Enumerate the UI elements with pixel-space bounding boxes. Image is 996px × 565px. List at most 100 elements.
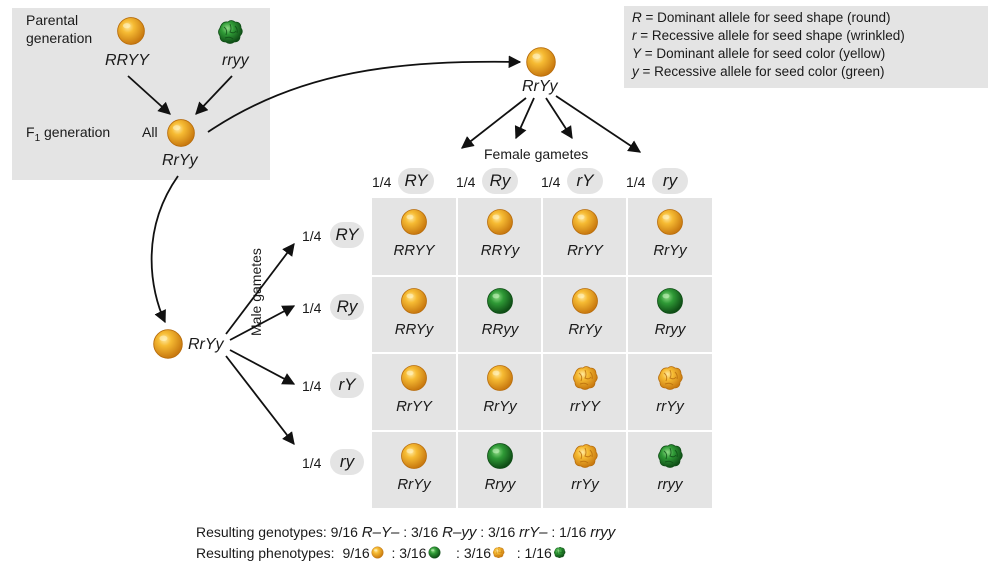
cell-genotype: rrYy — [571, 476, 599, 493]
grid-divider-h1 — [372, 275, 712, 277]
male-gamete-fraction: 1/4 — [302, 378, 322, 394]
arrow-female-ry3 — [545, 97, 573, 140]
male-gamete-allele: RY — [330, 222, 364, 248]
punnett-cell: RRYY — [372, 198, 456, 275]
allele-legend: R = Dominant allele for seed shape (roun… — [624, 6, 988, 88]
green-round-pea-icon — [656, 287, 684, 320]
female-gametes-label: Female gametes — [484, 146, 589, 162]
punnett-cell: RrYy — [543, 277, 627, 354]
punnett-cell: RRYy — [372, 277, 456, 354]
yellow-wrinkled-pea-icon — [571, 442, 599, 475]
legend-line-R: R = Dominant allele for seed shape (roun… — [632, 10, 891, 25]
arrow-f1-to-male-parent — [150, 175, 179, 324]
female-gamete-fraction: 1/4 — [626, 174, 646, 190]
parent-genotype-rryy-recessive: rryy — [222, 52, 249, 69]
punnett-cell: RrYy — [628, 198, 712, 275]
arrow-female-ry2 — [514, 97, 535, 140]
yellow-round-pea-icon — [486, 208, 514, 241]
grid-divider-h3 — [372, 430, 712, 432]
resulting-phenotypes: Resulting phenotypes: 9/16 : 3/16 : 3/16… — [196, 545, 566, 562]
cell-genotype: RRYY — [393, 242, 435, 259]
f1-generation-label: F1 generation — [26, 124, 111, 144]
yellow-round-pea-icon — [400, 208, 428, 241]
punnett-cell: RRyy — [458, 277, 542, 354]
female-gamete-fraction: 1/4 — [456, 174, 476, 190]
yellow-round-pea-icon — [400, 287, 428, 320]
punnett-cell: rryy — [628, 432, 712, 509]
f1-genotype: RrYy — [162, 152, 198, 169]
female-gamete-allele: Ry — [482, 168, 518, 194]
legend-line-y: y = Recessive allele for seed color (gre… — [632, 64, 885, 79]
arrow-male-ry4 — [225, 355, 295, 445]
grid-divider-h2 — [372, 352, 712, 354]
cell-genotype: RrYy — [568, 321, 602, 338]
punnett-cell: RrYy — [372, 432, 456, 509]
punnett-cell: rrYy — [628, 354, 712, 431]
parent-yellow-round-pea-icon — [116, 16, 146, 51]
male-gamete-allele: rY — [330, 372, 364, 398]
punnett-cell: RrYY — [543, 198, 627, 275]
cell-genotype: rrYy — [656, 398, 684, 415]
cell-genotype: RRYy — [480, 242, 520, 259]
yellow-round-pea-icon — [400, 442, 428, 475]
cell-genotype: rryy — [657, 476, 683, 493]
phenotype-pea-icon — [428, 546, 441, 562]
female-gamete-allele: ry — [652, 168, 688, 194]
punnett-square: RRYY RRYy RrYY RrYy RRYy RRyy RrYy Rryy … — [372, 198, 712, 508]
cell-genotype: RrYy — [653, 242, 687, 259]
yellow-wrinkled-pea-icon — [656, 364, 684, 397]
female-parent-pea-icon — [525, 46, 557, 83]
resulting-genotypes: Resulting genotypes: 9/16 R–Y– : 3/16 R–… — [196, 524, 616, 541]
arrow-female-ry4 — [555, 95, 642, 153]
male-gamete-fraction: 1/4 — [302, 300, 322, 316]
yellow-round-pea-icon — [486, 364, 514, 397]
phenotype-pea-icon — [492, 546, 505, 562]
punnett-cell: Rryy — [458, 432, 542, 509]
punnett-cell: RrYy — [458, 354, 542, 431]
parent-green-wrinkled-pea-icon — [216, 18, 244, 51]
phenotype-pea-icon — [553, 546, 566, 562]
yellow-wrinkled-pea-icon — [571, 364, 599, 397]
arrow-male-ry3 — [229, 349, 296, 385]
punnett-cell: rrYy — [543, 432, 627, 509]
cell-genotype: RrYY — [567, 242, 603, 259]
punnett-cell: Rryy — [628, 277, 712, 354]
arrow-female-ry1 — [461, 97, 527, 149]
arrow-parent-right-to-f1 — [195, 75, 233, 115]
arrow-f1-to-female-parent — [207, 55, 522, 133]
arrow-male-ry2 — [229, 305, 296, 341]
male-gamete-allele: ry — [330, 449, 364, 475]
parental-label-line1: Parental — [26, 12, 79, 28]
punnett-cell: RRYy — [458, 198, 542, 275]
green-wrinkled-pea-icon — [656, 442, 684, 475]
female-gamete-fraction: 1/4 — [541, 174, 561, 190]
cell-genotype: RRYy — [394, 321, 434, 338]
male-parent-pea-icon — [152, 328, 184, 365]
male-parent-genotype: RrYy — [188, 336, 224, 353]
cell-genotype: RrYy — [397, 476, 431, 493]
female-parent-genotype: RrYy — [522, 78, 558, 95]
male-gamete-allele: Ry — [330, 294, 364, 320]
cell-genotype: rrYY — [570, 398, 600, 415]
male-gamete-fraction: 1/4 — [302, 455, 322, 471]
phenotype-pea-icon — [371, 546, 384, 562]
all-label: All — [142, 124, 158, 140]
arrow-male-ry1 — [225, 242, 295, 335]
female-gamete-allele: RY — [398, 168, 434, 194]
cell-genotype: RrYy — [483, 398, 517, 415]
green-round-pea-icon — [486, 442, 514, 475]
female-gamete-allele: rY — [567, 168, 603, 194]
female-gamete-fraction: 1/4 — [372, 174, 392, 190]
yellow-round-pea-icon — [656, 208, 684, 241]
legend-line-Y: Y = Dominant allele for seed color (yell… — [632, 46, 886, 61]
parental-label-line2: generation — [26, 30, 93, 46]
arrow-parent-left-to-f1 — [127, 75, 171, 115]
legend-line-r: r = Recessive allele for seed shape (wri… — [632, 28, 905, 43]
male-gamete-fraction: 1/4 — [302, 228, 322, 244]
f1-pea-icon — [166, 118, 196, 153]
punnett-cell: RrYY — [372, 354, 456, 431]
punnett-cell: rrYY — [543, 354, 627, 431]
yellow-round-pea-icon — [571, 208, 599, 241]
cell-genotype: Rryy — [654, 321, 686, 338]
